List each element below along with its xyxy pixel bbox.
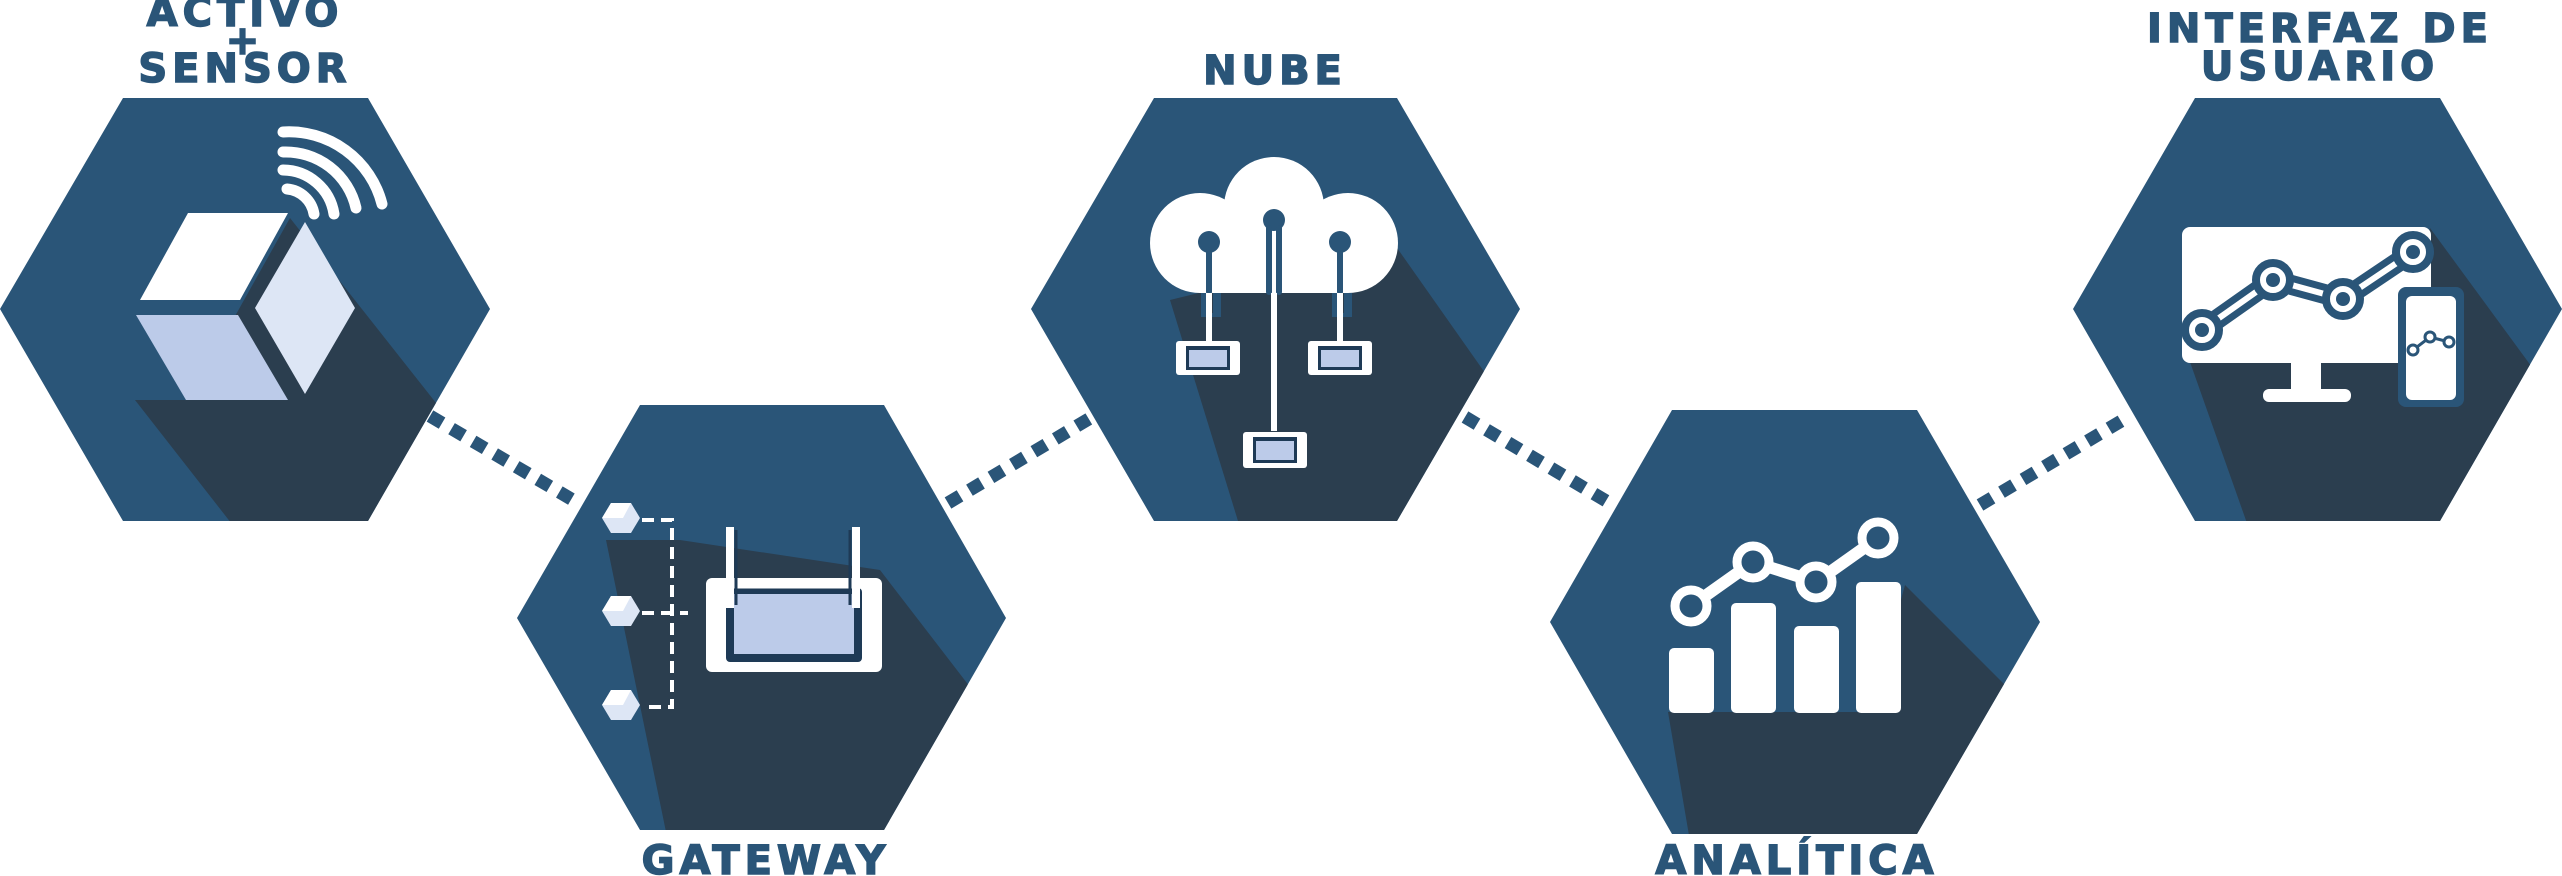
cube-sensor-icon	[136, 126, 388, 400]
connector-gateway-nube	[944, 411, 1096, 509]
node-gateway[interactable]: GATEWAY	[517, 405, 1006, 876]
node-nube[interactable]: NUBE	[1031, 47, 1520, 560]
connector-activo-gateway	[426, 410, 582, 509]
node-interfaz-usuario[interactable]: INTERFAZ DE USUARIO	[2073, 5, 2562, 560]
shadow-nube	[1170, 245, 1490, 521]
label-interfaz-usuario-line2: USUARIO	[2201, 44, 2439, 90]
connector-analitica-interfaz	[1976, 411, 2132, 511]
label-nube: NUBE	[1203, 48, 1347, 94]
node-activo-sensor[interactable]: ACTIVO + SENSOR	[0, 0, 560, 560]
label-activo-sensor-line2: +	[226, 18, 265, 64]
bar-chart-icon	[1669, 517, 1901, 713]
connectors	[426, 410, 2132, 511]
label-activo-sensor-line3: SENSOR	[138, 46, 351, 92]
gateway-router-icon	[706, 527, 882, 672]
cloud-network-icon	[1150, 157, 1398, 468]
node-analitica[interactable]: ANALÍTICA	[1550, 410, 2080, 876]
label-interfaz-usuario-line1: INTERFAZ DE	[2147, 6, 2493, 52]
label-analitica: ANALÍTICA	[1655, 836, 1938, 876]
shadow-gateway	[606, 540, 980, 830]
gateway-cubes-icon	[602, 503, 688, 720]
connector-nube-analitica	[1461, 411, 1617, 511]
label-gateway: GATEWAY	[642, 838, 891, 876]
label-activo-sensor-line1: ACTIVO	[147, 0, 344, 36]
monitor-dashboard-icon	[2181, 227, 2464, 407]
